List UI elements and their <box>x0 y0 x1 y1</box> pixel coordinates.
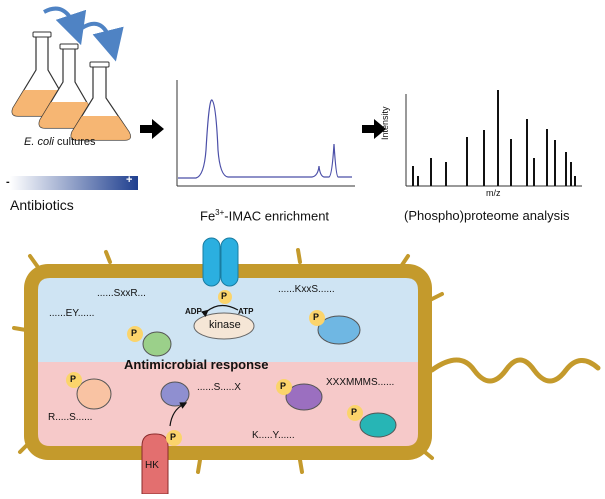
protein-purple <box>160 381 190 407</box>
motif-sx: ......S.....X <box>197 382 241 393</box>
mass-spectrum <box>405 90 582 187</box>
transfer-arrow-icon <box>80 21 124 62</box>
flagellum <box>429 357 601 384</box>
phospho-label: P <box>313 312 320 322</box>
motif-rs: R.....S...... <box>48 412 93 423</box>
protein-teal <box>359 412 397 438</box>
motif-kxxs: ......KxxS...... <box>278 284 335 295</box>
antibiotics-label: Antibiotics <box>10 197 74 213</box>
histidine-kinase <box>141 433 169 495</box>
membrane-receptor <box>202 237 239 287</box>
motif-xxxmmms: XXXMMMS...... <box>326 377 395 388</box>
phospho-label: P <box>351 407 358 417</box>
cytoplasm-response-side <box>38 362 418 446</box>
phospho-site <box>66 372 82 388</box>
flask-icon <box>70 61 131 141</box>
adp-label: ADP <box>185 307 202 316</box>
imac-prefix: Fe <box>200 208 216 224</box>
receptor-phospho-site <box>218 290 232 304</box>
gradient-plus: + <box>126 174 133 186</box>
kinase-enzyme <box>193 312 255 340</box>
antibiotic-gradient <box>10 176 138 190</box>
imac-label: Fe3+-IMAC enrichment <box>200 208 329 223</box>
phospho-label: P <box>221 291 228 301</box>
motif-ey: ......EY...... <box>49 308 95 319</box>
kinase-label: kinase <box>209 319 241 331</box>
chromatogram <box>176 80 355 187</box>
transfer-arrow-icon <box>43 6 87 46</box>
bacterial-cell <box>12 237 601 495</box>
protein-blue <box>317 315 361 345</box>
culture-label: E. coli cultures <box>24 136 96 148</box>
hk-label: HK <box>145 460 159 471</box>
imac-suffix: -IMAC enrichment <box>224 208 330 224</box>
protein-orange <box>76 378 112 410</box>
ms-ylabel: Intensity <box>380 106 390 140</box>
phospho-site <box>347 405 363 421</box>
proteome-label: (Phospho)proteome analysis <box>404 208 570 223</box>
protein-violet <box>285 383 323 411</box>
phospho-label: P <box>280 381 287 391</box>
flask-cultures <box>11 6 131 141</box>
motif-sxxr: ......SxxR... <box>97 288 146 299</box>
cell-title: Antimicrobial response <box>124 357 269 372</box>
atp-label: ATP <box>238 307 254 316</box>
phospho-label: P <box>70 374 77 384</box>
hk-phospho-site <box>166 430 182 446</box>
phospho-label: P <box>131 328 138 338</box>
chromatogram-trace <box>178 99 352 179</box>
imac-charge: 3+ <box>215 208 225 217</box>
motif-ky: K.....Y...... <box>252 430 295 441</box>
gradient-minus: - <box>6 176 10 188</box>
process-arrow-icon <box>362 119 386 139</box>
phospho-label: P <box>170 432 177 442</box>
culture-suffix: cultures <box>53 136 96 148</box>
process-arrow-icon <box>140 119 164 139</box>
ms-xlabel: m/z <box>486 188 501 198</box>
protein-green <box>142 331 172 357</box>
phospho-site <box>127 326 143 342</box>
phospho-site <box>309 310 325 326</box>
phosphotransfer-arrow-icon <box>169 402 188 427</box>
culture-species: E. coli <box>24 136 54 148</box>
phospho-site <box>276 379 292 395</box>
atp-adp-arrow-icon <box>200 304 239 318</box>
